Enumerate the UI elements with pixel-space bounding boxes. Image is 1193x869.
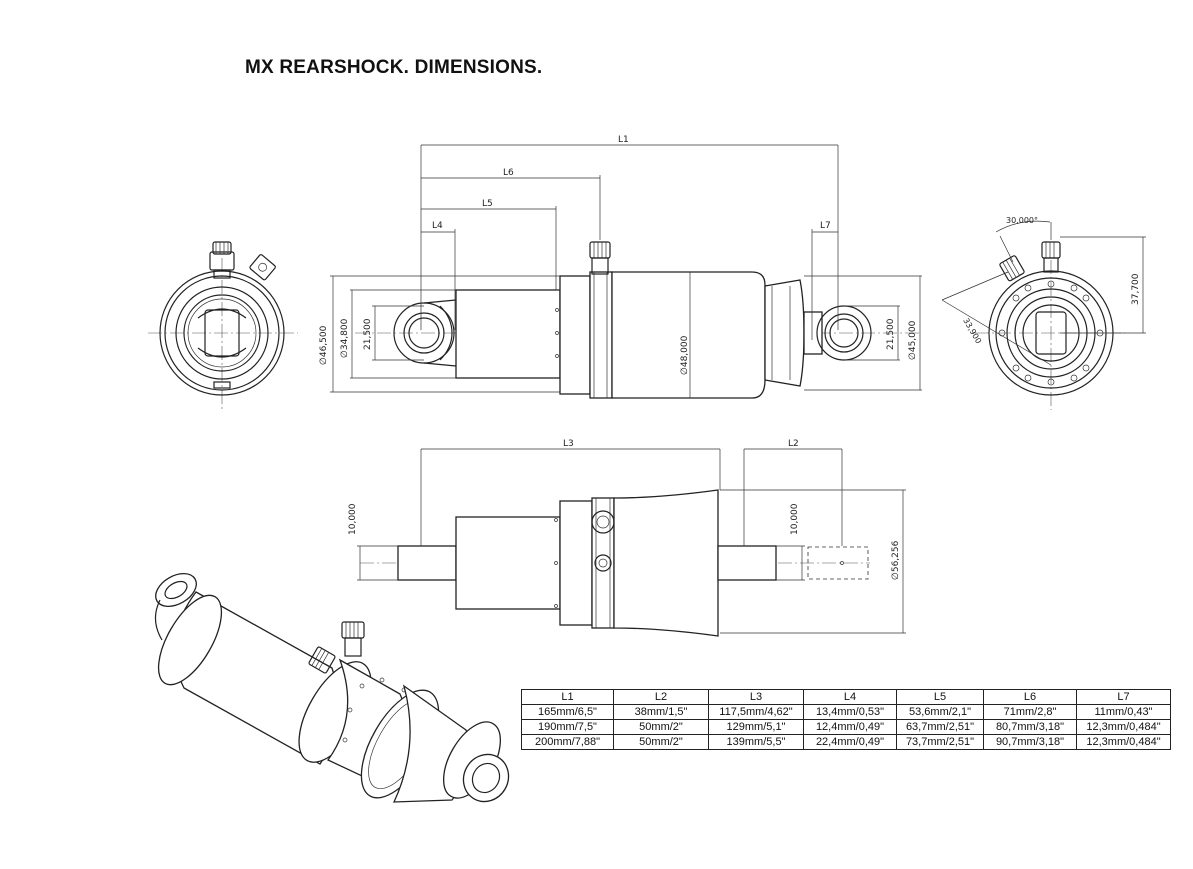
table-header: L2 <box>613 689 709 705</box>
table-header: L5 <box>896 689 984 705</box>
dim-d33: 33,900 <box>961 317 983 346</box>
bottom-dimensions: L3 L2 10,000 10,000 ∅56,256 <box>348 439 906 634</box>
dim-d46: ∅46,500 <box>319 325 329 365</box>
dim-l5: L5 <box>482 199 493 209</box>
table-cell: 22,4mm/0,49" <box>803 734 897 750</box>
table-row: 190mm/7,5" 50mm/2" 129mm/5,1" 12,4mm/0,4… <box>521 719 1171 735</box>
dim-l7: L7 <box>820 221 831 231</box>
table-header: L3 <box>708 689 804 705</box>
dim-d21a: 21,500 <box>363 318 373 350</box>
table-cell: 117,5mm/4,62" <box>708 704 804 720</box>
dimensions-table: L1 L2 L3 L4 L5 L6 L7 165mm/6,5" 38mm/1,5… <box>521 689 1171 750</box>
table-cell: 129mm/5,1" <box>708 719 804 735</box>
dim-d45: ∅45,000 <box>908 320 918 360</box>
dim-d56: ∅56,256 <box>891 540 901 580</box>
right-end-view: 30,000° 33,900 37,700 <box>941 216 1146 410</box>
table-header: L1 <box>521 689 614 705</box>
table-header: L6 <box>983 689 1077 705</box>
bolt-holes <box>998 280 1104 386</box>
dim-d21b: 21,500 <box>886 318 896 350</box>
dim-angle: 30,000° <box>1006 216 1038 225</box>
dim-d10a: 10,000 <box>348 503 358 535</box>
table-cell: 80,7mm/3,18" <box>983 719 1077 735</box>
dim-d37: 37,700 <box>1131 273 1141 305</box>
dim-d34: ∅34,800 <box>340 318 350 358</box>
table-header: L7 <box>1076 689 1171 705</box>
dim-l3: L3 <box>563 439 574 449</box>
table-cell: 73,7mm/2,51" <box>896 734 984 750</box>
table-cell: 38mm/1,5" <box>613 704 709 720</box>
dim-d48: ∅48,000 <box>680 335 690 375</box>
table-cell: 165mm/6,5" <box>521 704 614 720</box>
table-cell: 12,4mm/0,49" <box>803 719 897 735</box>
table-cell: 190mm/7,5" <box>521 719 614 735</box>
table-cell: 90,7mm/3,18" <box>983 734 1077 750</box>
main-side-view <box>355 241 920 399</box>
page-title: MX REARSHOCK. DIMENSIONS. <box>245 57 543 78</box>
table-cell: 11mm/0,43" <box>1076 704 1171 720</box>
dimension-lines-side: ∅46,500 ∅34,800 21,500 ∅48,000 21,500 ∅4… <box>319 272 922 398</box>
table-cell: 139mm/5,5" <box>708 734 804 750</box>
table-cell: 63,7mm/2,51" <box>896 719 984 735</box>
isometric-view <box>154 572 510 803</box>
table-cell: 53,6mm/2,1" <box>896 704 984 720</box>
table-cell: 13,4mm/0,53" <box>803 704 897 720</box>
dim-l6: L6 <box>503 168 514 178</box>
bottom-side-view <box>360 489 870 637</box>
table-cell: 71mm/2,8" <box>983 704 1077 720</box>
table-cell: 50mm/2" <box>613 719 709 735</box>
table-cell: 12,3mm/0,484" <box>1076 734 1171 750</box>
left-end-view <box>148 241 298 410</box>
table-header: L4 <box>803 689 897 705</box>
table-cell: 12,3mm/0,484" <box>1076 719 1171 735</box>
table-header-row: L1 L2 L3 L4 L5 L6 L7 <box>521 689 1171 705</box>
table-row: 165mm/6,5" 38mm/1,5" 117,5mm/4,62" 13,4m… <box>521 704 1171 720</box>
dim-l4: L4 <box>432 221 443 231</box>
dimension-lines-top: L1 L6 L5 L4 L7 <box>420 135 839 340</box>
table-cell: 200mm/7,88" <box>521 734 614 750</box>
dim-d10b: 10,000 <box>790 503 800 535</box>
table-cell: 50mm/2" <box>613 734 709 750</box>
dim-l1: L1 <box>618 135 629 145</box>
dim-l2: L2 <box>788 439 799 449</box>
table-row: 200mm/7,88" 50mm/2" 139mm/5,5" 22,4mm/0,… <box>521 734 1171 750</box>
